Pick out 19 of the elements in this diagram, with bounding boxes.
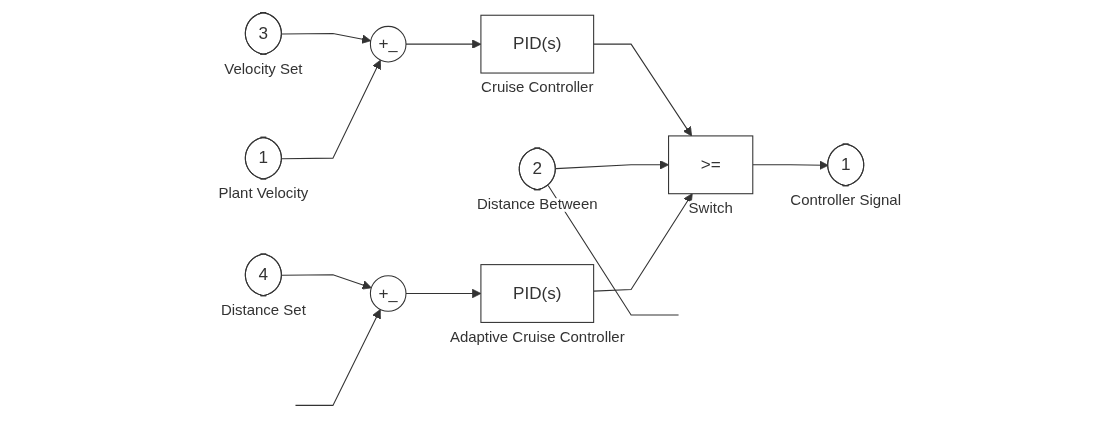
node-box: >= — [668, 135, 754, 195]
block-caption: Plant Velocity — [218, 184, 309, 202]
block-caption: Controller Signal — [790, 190, 902, 208]
node-circle: +_ — [370, 25, 407, 63]
node-box: PID(s) — [480, 14, 595, 74]
block-caption: Switch — [688, 199, 733, 216]
block-caption: Cruise Controller — [481, 78, 594, 96]
node-circle: +_ — [370, 275, 407, 312]
node-box: PID(s) — [480, 264, 595, 323]
connector — [547, 184, 680, 316]
block-caption: Velocity Set — [224, 59, 303, 77]
arrow — [281, 32, 372, 44]
arrow — [281, 59, 382, 160]
arrow — [295, 309, 382, 406]
arrow — [593, 193, 693, 292]
block-caption: Distance Set — [221, 300, 307, 318]
arrow — [281, 274, 373, 290]
arrow — [593, 43, 693, 137]
block-caption: Adaptive Cruise Controller — [450, 327, 625, 345]
